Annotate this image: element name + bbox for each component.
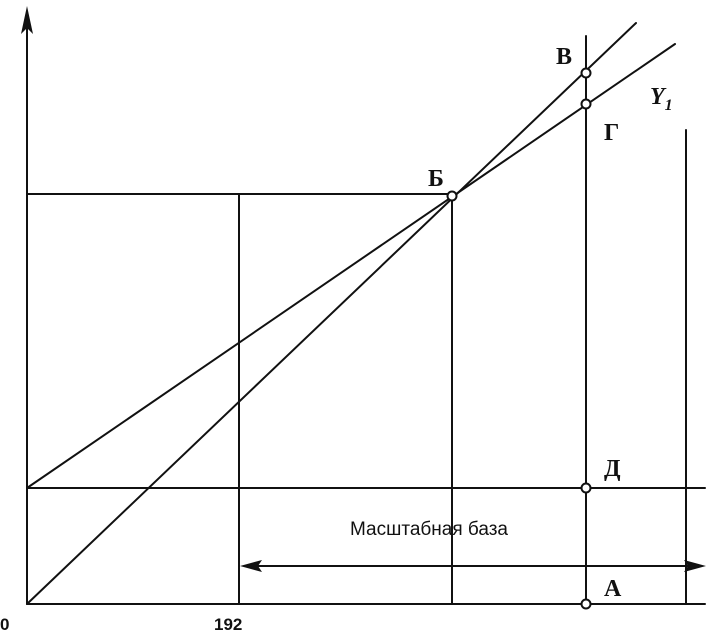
point-d [580, 482, 592, 494]
axis-tick-192: 192 [214, 615, 242, 634]
label-point-v: В [556, 44, 572, 70]
point-g [580, 98, 592, 110]
point-v [580, 67, 592, 79]
scale-base-arrowhead-left [240, 560, 262, 572]
label-curve-y: Y [650, 84, 667, 110]
point-b [446, 190, 458, 202]
axis-origin-label: 0 [0, 615, 9, 634]
label-point-d: Д [604, 456, 621, 482]
label-curve-y1: Y1 [650, 84, 673, 114]
label-curve-subscript: 1 [665, 97, 673, 114]
line-from-origin [26, 22, 637, 605]
point-a [580, 598, 592, 610]
line-y1 [26, 43, 676, 489]
scale-base-arrowhead-right [684, 560, 706, 572]
label-point-b: Б [428, 166, 444, 192]
label-point-a: А [604, 576, 622, 602]
scale-base-label: Масштабная база [350, 519, 508, 540]
label-point-g: Г [604, 120, 619, 146]
y-axis-arrowhead [21, 6, 33, 34]
